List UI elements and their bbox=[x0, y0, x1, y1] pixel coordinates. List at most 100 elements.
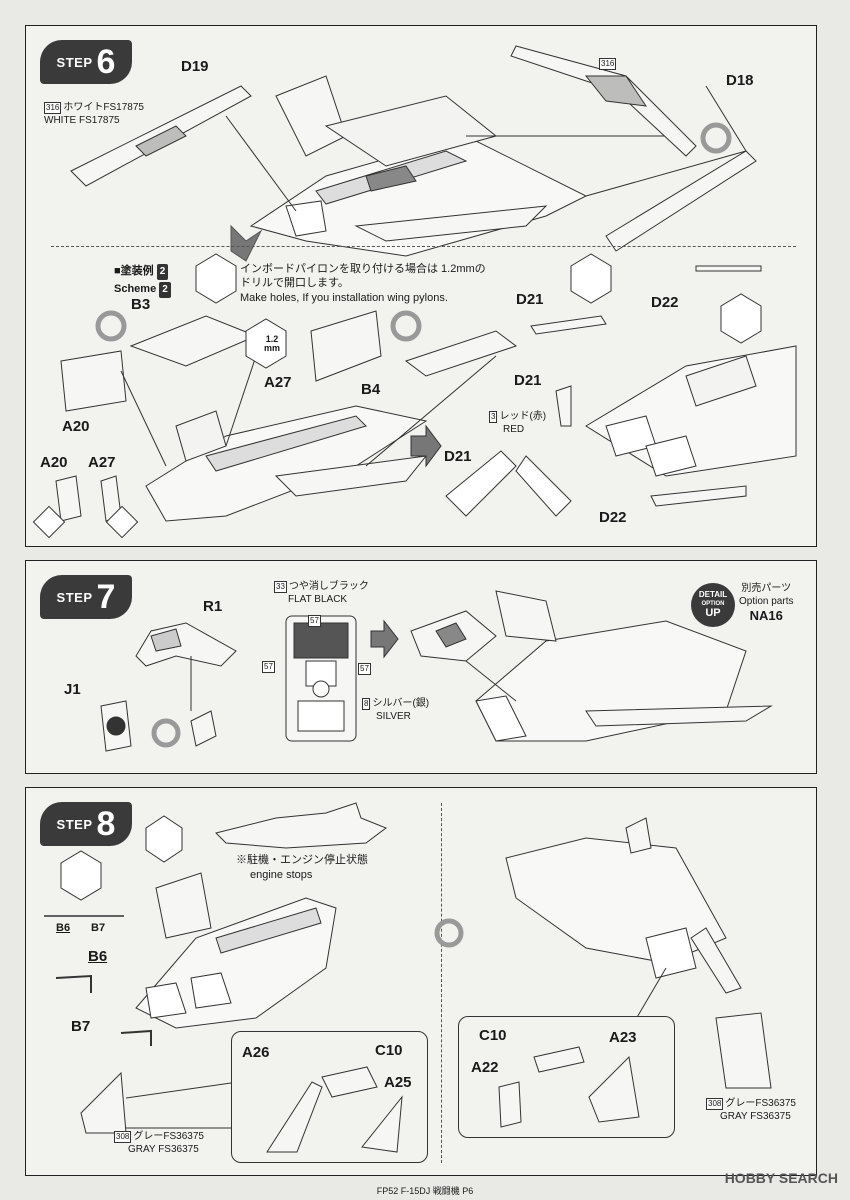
a26-part bbox=[266, 1081, 323, 1153]
label-b4: B4 bbox=[361, 381, 381, 398]
right-arrow-icon bbox=[410, 424, 442, 468]
drill-size-value: 1.2 bbox=[265, 334, 279, 344]
step-number: 8 bbox=[96, 805, 116, 843]
gray-en: GRAY FS36375 bbox=[128, 1143, 199, 1155]
down-arrow-icon bbox=[230, 224, 263, 262]
step8-panel: STEP 8 A26 C10 bbox=[25, 787, 817, 1176]
rotate-icon bbox=[434, 918, 464, 948]
scheme-jp: ■塗装例 bbox=[114, 265, 154, 277]
option-jp: 別売パーツ bbox=[741, 583, 792, 594]
flat-en: FLAT BLACK bbox=[288, 593, 348, 605]
detail-up-badge: DETAIL OPTION UP bbox=[691, 583, 735, 627]
inset-right: C10 A23 A22 bbox=[458, 1016, 675, 1138]
d21-left-part bbox=[445, 450, 517, 517]
silver-num: 8 bbox=[362, 698, 371, 710]
drill-note-jp2: ドリルで開口します。 bbox=[240, 277, 349, 290]
scheme-num: 2 bbox=[156, 264, 169, 280]
fuselage-lower bbox=[145, 405, 428, 522]
engine-stop-note: ※駐機・エンジン停止状態 engine stops bbox=[236, 853, 368, 884]
a25-part bbox=[361, 1095, 403, 1153]
gray-jp: グレーFS36375 bbox=[133, 1131, 204, 1142]
d22-part bbox=[650, 485, 747, 507]
label-b7-large: B7 bbox=[71, 1018, 91, 1035]
paint-316-jp: ホワイトFS17875 bbox=[63, 102, 144, 113]
option-na16: NA16 bbox=[749, 608, 783, 623]
paint-tag: 316 bbox=[599, 58, 617, 70]
inset-left-art bbox=[266, 1066, 403, 1153]
callout-57-right: 57 bbox=[358, 663, 373, 676]
step-number: 7 bbox=[96, 578, 116, 616]
label-d18: D18 bbox=[726, 72, 754, 89]
engine-note-en: engine stops bbox=[250, 869, 313, 882]
label-a20-b: A20 bbox=[40, 454, 68, 471]
label-a27: A27 bbox=[264, 374, 292, 391]
rotate-icon bbox=[151, 718, 181, 748]
r1-part bbox=[135, 622, 237, 667]
drill-note: インボードパイロンを取り付ける場合は 1.2mmの ドリルで開口します。 Mak… bbox=[240, 262, 486, 305]
gray-num: 308 bbox=[706, 1098, 724, 1110]
label-b7: B7 bbox=[91, 922, 106, 934]
label-a22: A22 bbox=[471, 1059, 499, 1076]
step-number: 6 bbox=[96, 43, 116, 81]
label-b3: B3 bbox=[131, 296, 151, 313]
detail-line1: DETAIL bbox=[698, 590, 728, 599]
label-d22-a: D22 bbox=[651, 294, 679, 311]
label-c10-b: C10 bbox=[479, 1027, 507, 1044]
page-footer: FP52 F-15DJ 戦闘機 P6 bbox=[376, 1186, 474, 1196]
step8-badge: STEP 8 bbox=[40, 802, 132, 846]
callout-57-top: 57 bbox=[308, 615, 323, 628]
drill-size-unit: mm bbox=[264, 343, 281, 353]
paint-316-tag: 316 bbox=[599, 58, 618, 71]
flat-num: 33 bbox=[274, 581, 287, 593]
label-c10: C10 bbox=[375, 1042, 403, 1059]
label-a26: A26 bbox=[242, 1044, 270, 1061]
hobby-search-watermark: HOBBY SEARCH bbox=[724, 1170, 838, 1186]
label-d19: D19 bbox=[181, 58, 209, 75]
label-a23: A23 bbox=[609, 1029, 637, 1046]
step6-illustration bbox=[32, 45, 797, 539]
callout-57: 57 bbox=[262, 661, 275, 673]
label-b6-large: B6 bbox=[88, 948, 108, 965]
rotate-icon bbox=[700, 122, 732, 154]
label-r1: R1 bbox=[203, 598, 223, 615]
scheme-en: Scheme bbox=[114, 282, 157, 295]
gray-num: 308 bbox=[114, 1131, 132, 1143]
b4-part bbox=[310, 310, 382, 382]
flat-jp: つや消しブラック bbox=[288, 581, 369, 592]
engine-note-jp: ※駐機・エンジン停止状態 bbox=[236, 854, 368, 866]
step8-divider bbox=[441, 803, 442, 1163]
step7-badge: STEP 7 bbox=[40, 575, 132, 619]
b3-part bbox=[129, 315, 258, 367]
d21-right-part bbox=[515, 455, 572, 517]
gray-en: GRAY FS36375 bbox=[720, 1110, 791, 1122]
option-parts: 別売パーツ Option parts NA16 bbox=[739, 583, 793, 625]
c10-part-b bbox=[533, 1046, 585, 1073]
step-word: STEP bbox=[56, 816, 93, 832]
fuselage-right bbox=[505, 837, 727, 964]
step8-illustration bbox=[44, 802, 772, 1134]
label-a20: A20 bbox=[62, 418, 90, 435]
red-num: 3 bbox=[489, 411, 498, 423]
scheme-num-2: 2 bbox=[159, 281, 171, 298]
detail-line2: OPTION bbox=[701, 601, 725, 608]
right-arrow-icon bbox=[370, 619, 399, 659]
inset-right-art bbox=[498, 1046, 640, 1128]
paint-num-316: 316 bbox=[44, 102, 62, 114]
callout-57: 57 bbox=[358, 663, 371, 675]
paint-316-en: WHITE FS17875 bbox=[44, 114, 120, 126]
a23-part bbox=[588, 1055, 640, 1123]
red-en: RED bbox=[503, 423, 525, 435]
label-j1: J1 bbox=[64, 681, 81, 698]
step-word: STEP bbox=[56, 54, 93, 70]
drill-note-en: Make holes, If you installation wing pyl… bbox=[240, 291, 448, 304]
red-jp: レッド(赤) bbox=[499, 411, 547, 422]
label-a25: A25 bbox=[384, 1074, 412, 1091]
callout-57: 57 bbox=[308, 615, 321, 627]
scheme-note: ■塗装例 2 Scheme 2 bbox=[114, 263, 171, 298]
